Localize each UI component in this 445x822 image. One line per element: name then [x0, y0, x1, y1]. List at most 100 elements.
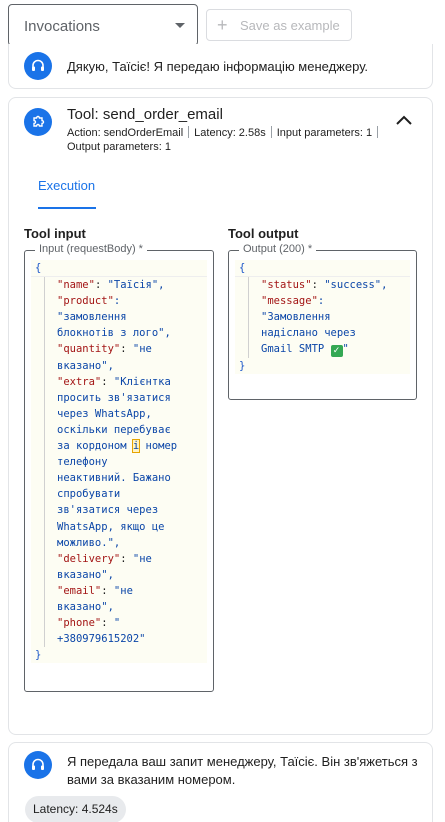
- json-key: "email": [57, 584, 102, 597]
- json-value: WhatsApp, якщо це: [57, 520, 165, 533]
- json-value: зв'язатися через: [57, 504, 159, 517]
- code-line: можливо.",: [57, 535, 207, 551]
- tool-output-field[interactable]: Output (200) * { "status": "success","me…: [228, 243, 417, 400]
- close-brace: }: [239, 359, 246, 372]
- json-value: блокнотів з лого",: [57, 327, 171, 340]
- json-value: спробувати: [57, 488, 121, 501]
- code-line: "email": "не: [57, 584, 133, 597]
- json-value: надіслано через: [261, 327, 356, 340]
- code-line: спробувати: [57, 486, 207, 502]
- tool-input-heading: Tool input: [24, 226, 86, 241]
- tool-input-field[interactable]: Input (requestBody) * { "name": "Таїсія"…: [24, 243, 214, 692]
- open-brace: {: [235, 260, 410, 278]
- json-key: "name": [57, 279, 95, 292]
- code-line: блокнотів з лого",: [57, 325, 207, 341]
- tool-meta: Action: sendOrderEmail Latency: 2.58s Inpu…: [67, 126, 397, 154]
- code-line: "product":: [57, 293, 207, 309]
- json-key: "product": [57, 295, 114, 308]
- json-value: вказано",: [57, 600, 114, 613]
- code-line: "Замовлення: [261, 309, 410, 325]
- json-key: "quantity": [57, 343, 121, 356]
- json-value: "не: [132, 552, 152, 565]
- json-value: через WhatsApp,: [57, 407, 152, 420]
- open-brace: {: [31, 260, 207, 278]
- tool-output-heading: Tool output: [228, 226, 299, 241]
- code-line: "quantity": "не: [57, 343, 152, 356]
- json-value: вказано",: [57, 359, 114, 372]
- code-line: Gmail SMTP ✓": [261, 341, 410, 358]
- code-line: неактивний. Бажано: [57, 470, 207, 486]
- json-key: "delivery": [57, 552, 121, 565]
- agent-message-card: Дякую, Таїсіє! Я передаю інформацію мене…: [8, 44, 433, 89]
- json-key: "phone": [57, 617, 102, 630]
- code-line: оскільки перебуває: [57, 422, 207, 438]
- invocations-select[interactable]: Invocations: [8, 4, 198, 46]
- output-code-body: "status": "success","message":"Замовленн…: [235, 277, 410, 358]
- tool-action: Action: sendOrderEmail: [67, 127, 184, 139]
- tool-title: Tool: send_order_email: [67, 106, 223, 123]
- json-value: :: [113, 295, 121, 308]
- tab-execution[interactable]: Execution: [38, 178, 96, 193]
- save-as-example-label: Save as example: [240, 18, 340, 33]
- json-value: за кордоном і номер: [57, 439, 178, 454]
- json-value: телефону: [57, 456, 108, 469]
- latency-chip: Latency: 4.524s: [25, 796, 126, 822]
- code-line: "extra": "Клієнтка: [57, 375, 171, 388]
- code-line: через WhatsApp,: [57, 406, 207, 422]
- agent-message-text: Дякую, Таїсіє! Я передаю інформацію мене…: [67, 59, 368, 74]
- json-value: просить зв'язатися: [57, 391, 171, 404]
- code-line: "status": "success",: [261, 279, 388, 292]
- json-value: Gmail SMTP ✓": [261, 343, 349, 358]
- puzzle-icon: [24, 108, 52, 136]
- code-line: WhatsApp, якщо це: [57, 519, 207, 535]
- json-value: "success",: [324, 279, 388, 292]
- code-line: вказано",: [57, 599, 207, 615]
- chevron-up-icon[interactable]: [394, 112, 414, 128]
- json-key: "message": [261, 295, 318, 308]
- code-line: вказано",: [57, 358, 207, 374]
- json-key: "extra": [57, 375, 102, 388]
- json-value: +380979615202": [57, 633, 146, 646]
- json-value: ": [113, 617, 121, 630]
- code-line: "phone": ": [57, 617, 121, 630]
- agent-message-text: Я передала ваш запит менеджеру, Таїсіє. …: [67, 754, 418, 787]
- code-line: просить зв'язатися: [57, 390, 207, 406]
- json-value: можливо.",: [57, 536, 121, 549]
- json-value: вказано",: [57, 568, 114, 581]
- input-legend: Input (requestBody) *: [35, 243, 147, 255]
- output-code-editor[interactable]: { "status": "success","message":"Замовле…: [235, 260, 410, 374]
- code-line: за кордоном і номер: [57, 438, 207, 454]
- code-line: +380979615202": [57, 631, 207, 647]
- json-value: "не: [132, 343, 152, 356]
- code-line: "delivery": "не: [57, 552, 152, 565]
- json-key: "status": [261, 279, 312, 292]
- json-value: :: [317, 295, 325, 308]
- code-line: "name": "Таїсія",: [57, 279, 165, 292]
- json-value: неактивний. Бажано: [57, 472, 171, 485]
- code-line: "message":: [261, 293, 410, 309]
- tool-output-params: Output parameters: 1: [67, 141, 171, 153]
- json-value: "Клієнтка: [113, 375, 171, 388]
- select-value: Invocations: [24, 18, 100, 35]
- plus-icon: +: [217, 15, 228, 35]
- json-value: "Замовлення: [261, 311, 331, 324]
- code-line: вказано",: [57, 567, 207, 583]
- agent-message-card: Я передала ваш запит менеджеру, Таїсіє. …: [8, 742, 433, 822]
- headset-icon: [24, 52, 52, 80]
- code-line: зв'язатися через: [57, 502, 207, 518]
- save-as-example-button[interactable]: + Save as example: [206, 9, 352, 41]
- caret-down-icon: [175, 23, 185, 28]
- close-brace: }: [35, 649, 42, 662]
- headset-icon: [24, 751, 52, 779]
- input-code-editor[interactable]: { "name": "Таїсія","product":"замовлення…: [31, 260, 207, 664]
- tab-underline: [38, 207, 96, 209]
- json-value: "замовлення: [57, 311, 127, 324]
- tool-input-params: Input parameters: 1: [276, 127, 373, 139]
- toolbar: Invocations + Save as example: [0, 0, 445, 48]
- code-line: надіслано через: [261, 325, 410, 341]
- tool-call-card: Tool: send_order_email Action: sendOrder…: [8, 97, 433, 735]
- json-value: оскільки перебуває: [57, 423, 171, 436]
- code-line: "замовлення: [57, 309, 207, 325]
- tool-latency: Latency: 2.58s: [194, 127, 266, 139]
